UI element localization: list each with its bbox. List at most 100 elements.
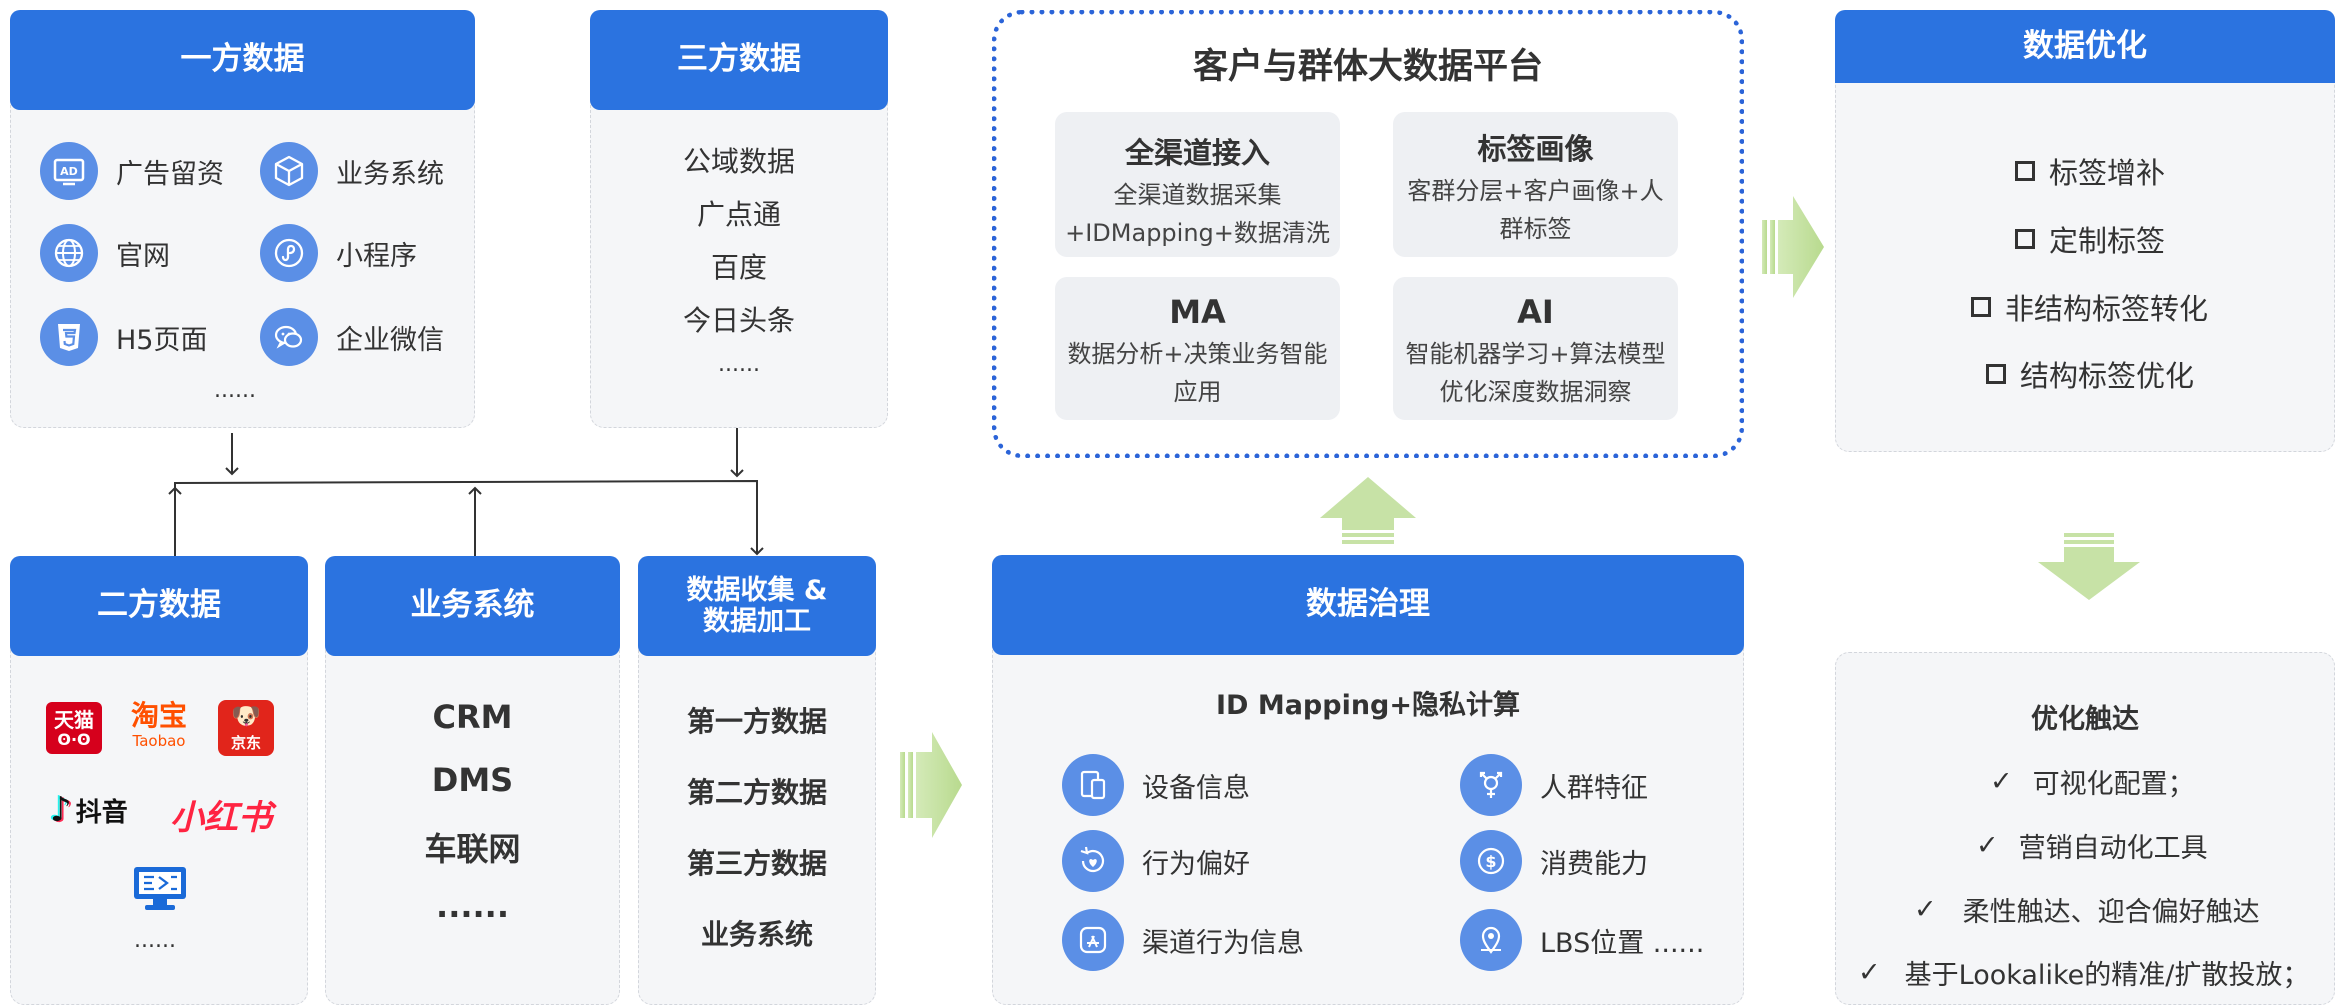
card-title: 全渠道接入: [1124, 136, 1270, 170]
arrow-to-reach: [2038, 533, 2140, 600]
html5-icon: [40, 308, 98, 366]
governance-label: 设备信息: [1142, 772, 1250, 804]
business-system-item: CRM: [432, 698, 513, 736]
taobao-logo-icon: 淘宝 Taobao: [130, 699, 187, 751]
checkbox-icon: [1986, 364, 2006, 384]
third-party-item: 百度: [710, 251, 767, 284]
collection-item: 业务系统: [700, 918, 813, 951]
third-party-list: 公域数据 广点通 百度 今日头条 ......: [590, 140, 888, 405]
source-h5: H5页面: [40, 308, 207, 366]
governance-label: 行为偏好: [1142, 848, 1250, 880]
governance-preference: 行为偏好: [1062, 830, 1250, 892]
arrow-to-governance: [900, 732, 962, 838]
card-desc: 客群分层+客户画像+人: [1407, 177, 1664, 205]
governance-lbs: LBS位置 ......: [1460, 909, 1704, 971]
third-party-title: 三方数据: [590, 10, 888, 110]
collection-title-line2: 数据加工: [703, 606, 811, 637]
douyin-logo-icon: ♪ 抖音: [50, 790, 128, 830]
svg-text:AD: AD: [60, 165, 78, 178]
heart-refresh-icon: [1062, 830, 1124, 892]
card-desc: 群标签: [1499, 215, 1572, 243]
source-mini-program: 小程序: [260, 224, 417, 282]
card-title: AI: [1517, 293, 1554, 331]
collection-title-line1: 数据收集 &: [686, 574, 828, 606]
optimization-item: 结构标签优化: [1986, 353, 2194, 395]
optimization-item: 定制标签: [2015, 218, 2165, 260]
reach-item: ✓柔性触达、迎合偏好触达: [1914, 894, 2260, 928]
platform-card-ma: MA 数据分析+决策业务智能应用: [1055, 277, 1340, 420]
collection-item: 第三方数据: [686, 847, 827, 880]
card-title: 标签画像: [1477, 132, 1594, 166]
second-party-title: 二方数据: [10, 556, 308, 656]
collection-item: 第二方数据: [686, 776, 827, 809]
governance-crowd: 人群特征: [1460, 754, 1648, 816]
arrow-to-platform: [1320, 477, 1416, 544]
governance-label: 人群特征: [1540, 772, 1648, 804]
collection-title: 数据收集 & 数据加工: [638, 556, 876, 656]
governance-consumption: $ 消费能力: [1460, 830, 1648, 892]
card-desc: 优化深度数据洞察: [1439, 378, 1632, 406]
first-party-title: 一方数据: [10, 10, 475, 110]
governance-label: 消费能力: [1540, 848, 1648, 880]
platform-card-ai: AI 智能机器学习+算法模型优化深度数据洞察: [1393, 277, 1678, 420]
gender-icon: [1460, 754, 1522, 816]
reach-item: ✓可视化配置；: [1990, 766, 2195, 800]
card-desc: +IDMapping+数据清洗: [1065, 219, 1330, 247]
card-desc: 全渠道数据采集: [1113, 181, 1282, 209]
money-icon: $: [1460, 830, 1522, 892]
reach-item: ✓基于Lookalike的精准/扩散投放；: [1858, 957, 2310, 991]
source-website: 官网: [40, 224, 170, 282]
check-icon: ✓: [1976, 830, 1999, 861]
mini-program-icon: [260, 224, 318, 282]
box-icon: [260, 142, 318, 200]
governance-label: LBS位置 ......: [1540, 927, 1705, 959]
app-store-icon: [1062, 909, 1124, 971]
first-party-more: ......: [214, 378, 256, 403]
source-label: 官网: [116, 240, 170, 272]
source-business: 业务系统: [260, 142, 444, 200]
business-system-item: ......: [436, 887, 509, 925]
governance-subtitle: ID Mapping+隐私计算: [1215, 690, 1521, 721]
check-icon: ✓: [1858, 957, 1881, 988]
third-party-item: 广点通: [696, 198, 781, 231]
card-desc: 应用: [1173, 378, 1222, 406]
platform-card-tags: 标签画像 客群分层+客户画像+人群标签: [1393, 112, 1678, 257]
card-desc: 智能机器学习+算法模型: [1405, 340, 1666, 368]
ad-icon: AD: [40, 142, 98, 200]
governance-label: 渠道行为信息: [1142, 927, 1304, 959]
source-label: 企业微信: [336, 324, 444, 356]
xiaohongshu-logo-icon: 小红书: [170, 798, 272, 838]
business-system-item: 车联网: [424, 830, 521, 868]
platform-card-omnichannel: 全渠道接入 全渠道数据采集 +IDMapping+数据清洗: [1055, 112, 1340, 257]
card-title: MA: [1169, 293, 1226, 331]
business-system-item: DMS: [431, 761, 514, 799]
third-party-item: 公域数据: [682, 145, 795, 178]
source-label: H5页面: [116, 324, 208, 356]
reach-panel: [1835, 652, 2335, 1005]
optimization-item: 标签增补: [2015, 150, 2165, 192]
optimization-item: 非结构标签转化: [1971, 286, 2208, 328]
source-wechat-work: 企业微信: [260, 308, 444, 366]
third-party-item: 今日头条: [682, 304, 795, 337]
card-desc: 数据分析+决策业务智能: [1067, 340, 1328, 368]
governance-device: 设备信息: [1062, 754, 1250, 816]
source-label: 小程序: [336, 240, 417, 272]
wechat-work-icon: [260, 308, 318, 366]
source-label: 业务系统: [336, 158, 444, 190]
jd-logo-icon: 🐶 京东: [218, 700, 274, 756]
third-party-item: ......: [718, 352, 760, 377]
checkbox-icon: [2015, 229, 2035, 249]
source-label: 广告留资: [116, 158, 224, 190]
svg-text:$: $: [1485, 852, 1496, 871]
reach-title: 优化触达: [2031, 704, 2139, 735]
location-icon: [1460, 909, 1522, 971]
optimization-panel: [1835, 20, 2335, 452]
platform-title: 客户与群体大数据平台: [1192, 47, 1543, 87]
reach-item: ✓营销自动化工具: [1976, 830, 2208, 864]
globe-icon: [40, 224, 98, 282]
governance-title: 数据治理: [992, 555, 1744, 655]
business-system-title: 业务系统: [325, 556, 620, 656]
collection-list: 第一方数据 第二方数据 第三方数据 业务系统: [638, 700, 876, 984]
check-icon: ✓: [1914, 894, 1937, 925]
